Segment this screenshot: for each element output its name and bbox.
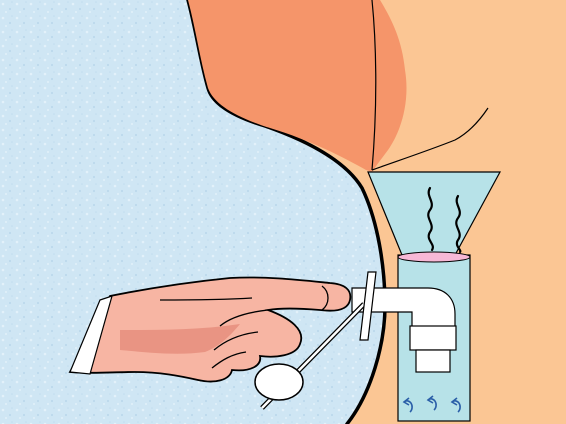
pipe-outlet (416, 350, 450, 372)
diaphragm (398, 252, 470, 262)
pipe-coupling (410, 326, 456, 350)
dental-mirror (255, 364, 303, 400)
